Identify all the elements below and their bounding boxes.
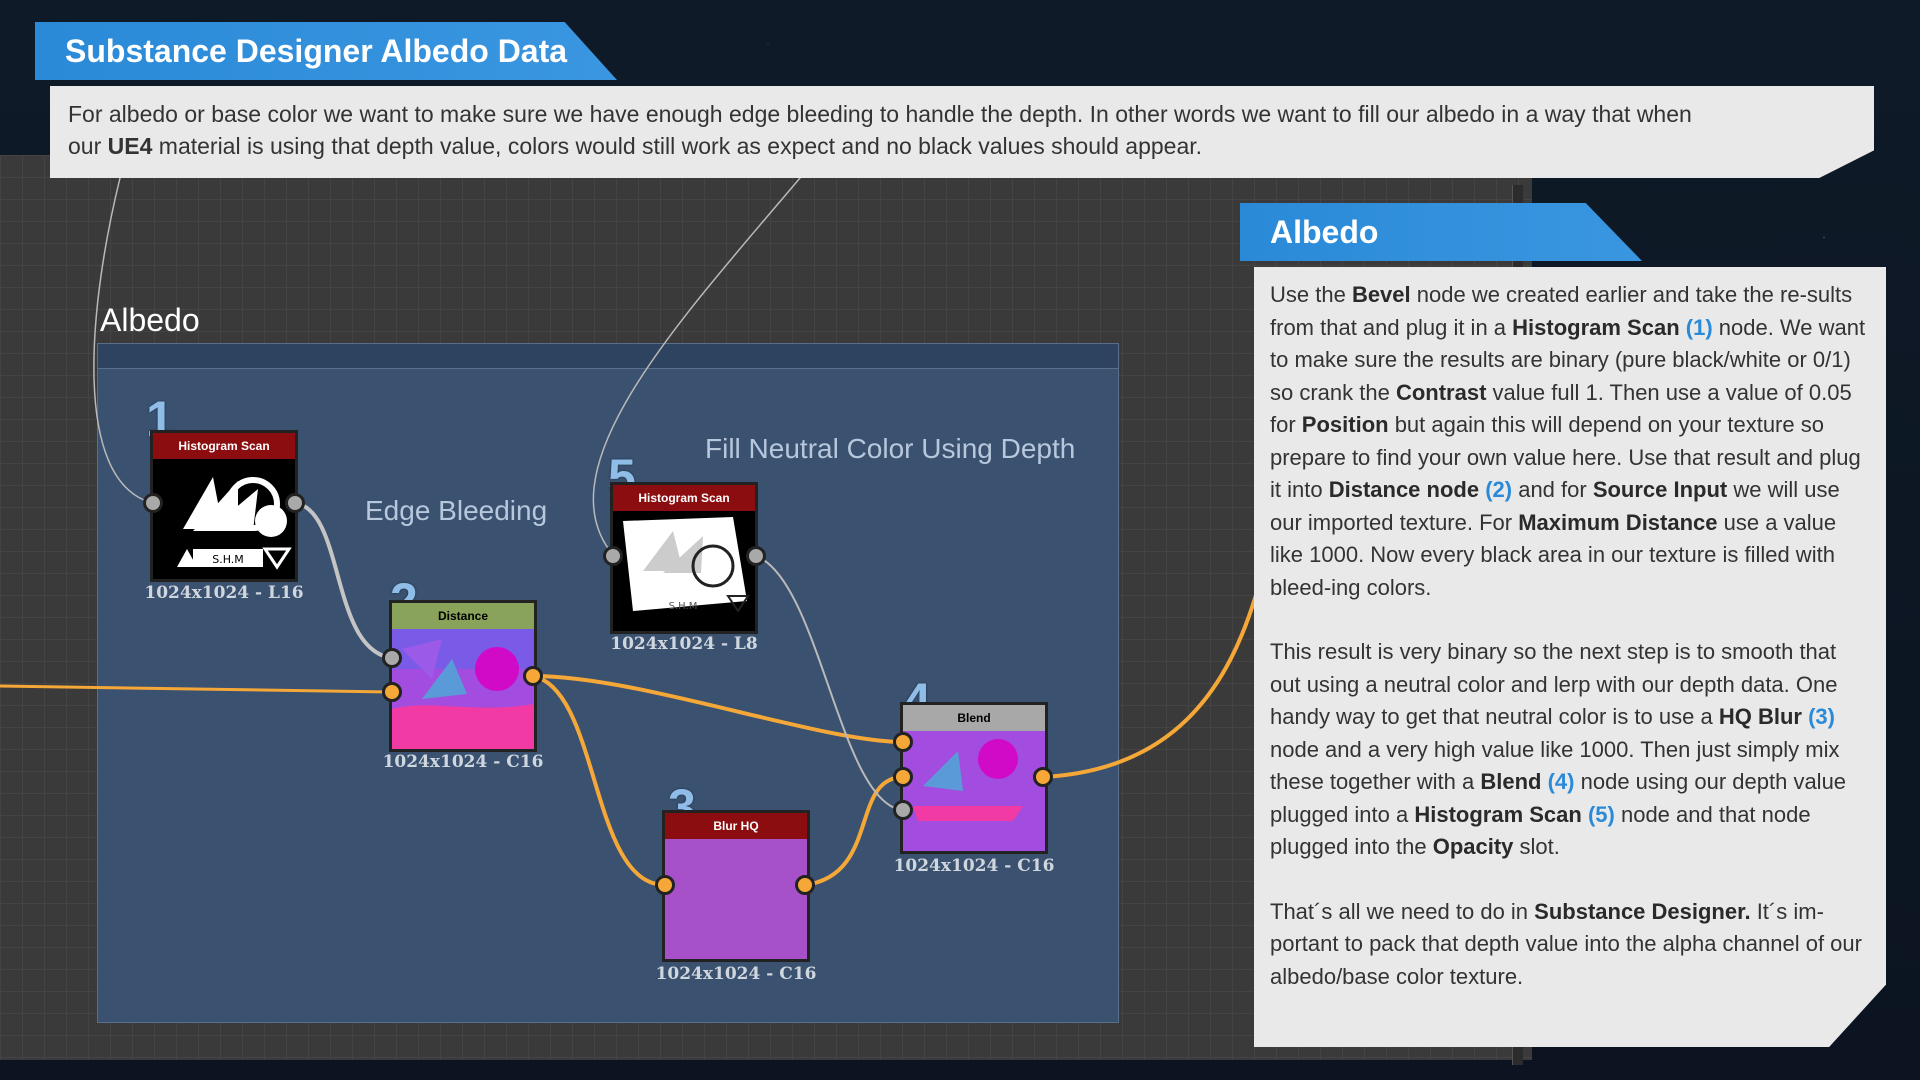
wire-distance-to-blur bbox=[531, 674, 667, 887]
node-4-opacity-port[interactable] bbox=[893, 800, 913, 820]
node-5-preview-art: S.H.M bbox=[613, 511, 755, 631]
node-3-resolution: 1024x1024 - C16 bbox=[655, 964, 817, 984]
graph-frame-label: Albedo bbox=[100, 302, 200, 338]
p2-t3: node and that node plugged into the bbox=[1270, 801, 1811, 860]
p3-t0: That´s all we need to do in bbox=[1270, 898, 1535, 924]
histogram-scan-preview-icon: S.H.M bbox=[153, 459, 295, 579]
side-paragraph-3: That´s all we need to do in Substance De… bbox=[1270, 896, 1870, 994]
intro-line-2-text-b: material is using that depth value, colo… bbox=[152, 133, 1203, 159]
wire-blend-to-output bbox=[1041, 593, 1258, 779]
p1-position: Position bbox=[1301, 412, 1389, 437]
node-1-title: Histogram Scan bbox=[153, 433, 295, 459]
side-paragraph-1: Use the Bevel node we created earlier an… bbox=[1270, 279, 1870, 604]
node-2-output-port[interactable] bbox=[523, 666, 543, 686]
p1-distance-node: Distance node bbox=[1328, 477, 1480, 502]
node-4-output-port[interactable] bbox=[1033, 767, 1053, 787]
node-2-resolution: 1024x1024 - C16 bbox=[382, 752, 544, 772]
p1-t5: and for bbox=[1512, 477, 1593, 502]
node-4-input-port-1[interactable] bbox=[893, 732, 913, 752]
node-3-title: Blur HQ bbox=[665, 813, 807, 839]
intro-line-1: For albedo or base color we want to make… bbox=[68, 101, 1692, 127]
node-2-preview-art bbox=[392, 629, 534, 749]
p1-t2: node. We want to make sure the results a… bbox=[1270, 314, 1866, 405]
p2-t2: node using our depth value plugged into … bbox=[1270, 769, 1847, 827]
histogram-scan-5-preview-icon: S.H.M bbox=[613, 511, 755, 631]
side-description: Use the Bevel node we created earlier an… bbox=[1254, 267, 1886, 1047]
p2-ref-5: (5) bbox=[1587, 801, 1615, 827]
wire-hist5-to-blend bbox=[755, 555, 904, 811]
p1-histogram-scan: Histogram Scan bbox=[1512, 314, 1680, 340]
p3-t1: It´s im-portant to pack that depth value… bbox=[1270, 898, 1862, 989]
svg-text:S.H.M: S.H.M bbox=[669, 601, 698, 612]
node-1-output-port[interactable] bbox=[285, 493, 305, 513]
node-3-input-port[interactable] bbox=[655, 875, 675, 895]
intro-line-2: our UE4 material is using that depth val… bbox=[68, 130, 1856, 162]
p2-ref-3: (3) bbox=[1808, 704, 1835, 729]
blur-preview-icon bbox=[665, 839, 807, 959]
p1-maximum-distance: Maximum Distance bbox=[1518, 509, 1718, 535]
node-3-output-port[interactable] bbox=[795, 875, 815, 895]
p1-t7: use a value like 1000. Now every black a… bbox=[1270, 509, 1837, 600]
p1-t4: but again this will depend on your textu… bbox=[1270, 412, 1861, 502]
p1-t3: value full 1. Then use a value of 0.05 f… bbox=[1270, 379, 1852, 438]
p2-t1: node and a very high value like 1000. Th… bbox=[1270, 736, 1840, 795]
p2-t0: This result is very binary so the next s… bbox=[1270, 639, 1838, 729]
intro-ue4-bold: UE4 bbox=[107, 133, 153, 159]
node-1-input-port[interactable] bbox=[143, 493, 163, 513]
distance-preview-icon bbox=[392, 629, 534, 749]
wire-intro-to-hist1 bbox=[93, 177, 153, 504]
node-5-title: Histogram Scan bbox=[613, 485, 755, 511]
p1-t0: Use the bbox=[1270, 282, 1352, 307]
node-histogram-scan-1[interactable]: Histogram Scan S.H.M bbox=[150, 430, 298, 582]
wire-distance-to-blend bbox=[531, 674, 905, 744]
page-title: Substance Designer Albedo Data bbox=[65, 32, 568, 69]
p2-hq-blur: HQ Blur bbox=[1718, 704, 1802, 729]
wire-blur-to-blend bbox=[803, 775, 905, 887]
p1-bevel: Bevel bbox=[1351, 282, 1411, 307]
node-blend-4[interactable]: Blend bbox=[900, 702, 1048, 854]
p1-source-input: Source Input bbox=[1592, 477, 1728, 502]
intro-line-2-text-a: our bbox=[68, 133, 108, 159]
p1-t1: node we created earlier and take the re-… bbox=[1270, 282, 1853, 340]
side-paragraph-2: This result is very binary so the next s… bbox=[1270, 636, 1870, 864]
node-2-input-port-1[interactable] bbox=[382, 648, 402, 668]
node-4-title: Blend bbox=[903, 705, 1045, 731]
p1-t6: we will use our imported texture. For bbox=[1270, 477, 1840, 535]
node-blur-hq-3[interactable]: Blur HQ bbox=[662, 810, 810, 962]
p2-histogram-scan: Histogram Scan bbox=[1414, 801, 1582, 827]
node-histogram-scan-5[interactable]: Histogram Scan S.H.M bbox=[610, 482, 758, 634]
frame-header[interactable] bbox=[98, 344, 1118, 369]
node-5-output-port[interactable] bbox=[746, 546, 766, 566]
intro-description: For albedo or base color we want to make… bbox=[50, 86, 1874, 178]
wire-intro-to-hist5 bbox=[592, 177, 801, 557]
side-title-banner: Albedo bbox=[1240, 203, 1642, 261]
node-4-input-port-2[interactable] bbox=[893, 767, 913, 787]
p2-ref-4: (4) bbox=[1547, 769, 1575, 794]
page-title-banner: Substance Designer Albedo Data bbox=[35, 22, 617, 80]
comment-edge-bleeding[interactable]: Edge Bleeding bbox=[365, 495, 548, 526]
node-distance-2[interactable]: Distance bbox=[389, 600, 537, 752]
node-1-preview-art: S.H.M bbox=[153, 459, 295, 579]
p2-blend: Blend bbox=[1480, 769, 1542, 794]
node-4-preview-art bbox=[903, 731, 1045, 851]
p1-ref-1: (1) bbox=[1685, 314, 1713, 340]
node-2-title: Distance bbox=[392, 603, 534, 629]
wire-input-to-distance bbox=[0, 684, 394, 694]
node-1-resolution: 1024x1024 - L16 bbox=[144, 583, 304, 603]
p2-opacity: Opacity bbox=[1432, 834, 1514, 859]
node-5-input-port[interactable] bbox=[603, 546, 623, 566]
p2-t4: slot. bbox=[1513, 834, 1560, 859]
comment-fill-neutral[interactable]: Fill Neutral Color Using Depth bbox=[705, 433, 1076, 464]
p3-substance-designer: Substance Designer. bbox=[1534, 898, 1751, 924]
p1-contrast: Contrast bbox=[1395, 379, 1487, 405]
p1-ref-2: (2) bbox=[1485, 477, 1513, 502]
side-title: Albedo bbox=[1270, 213, 1379, 250]
node-5-resolution: 1024x1024 - L8 bbox=[610, 634, 758, 654]
wire-hist1-to-distance bbox=[293, 501, 394, 660]
node-4-resolution: 1024x1024 - C16 bbox=[893, 856, 1055, 876]
node-2-input-port-2[interactable] bbox=[382, 682, 402, 702]
svg-text:S.H.M: S.H.M bbox=[212, 553, 244, 566]
blend-preview-icon bbox=[903, 731, 1045, 851]
